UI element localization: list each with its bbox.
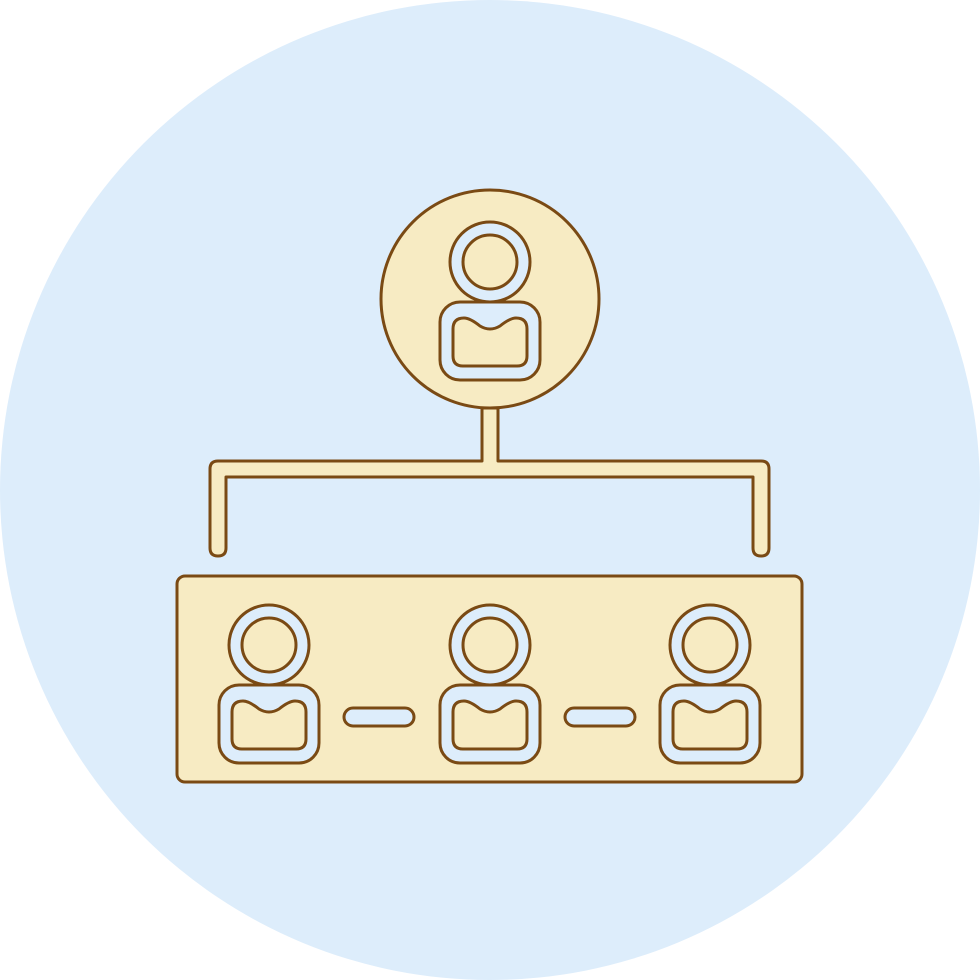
team-member-person-icon-2 — [438, 603, 542, 765]
team-member-person-icon-1 — [217, 603, 321, 765]
team-link-1 — [342, 706, 416, 728]
team-member-person-icon-3 — [658, 603, 762, 765]
hierarchy-connector — [208, 406, 771, 558]
manager-person-icon — [438, 220, 542, 382]
team-link-2 — [563, 706, 637, 728]
